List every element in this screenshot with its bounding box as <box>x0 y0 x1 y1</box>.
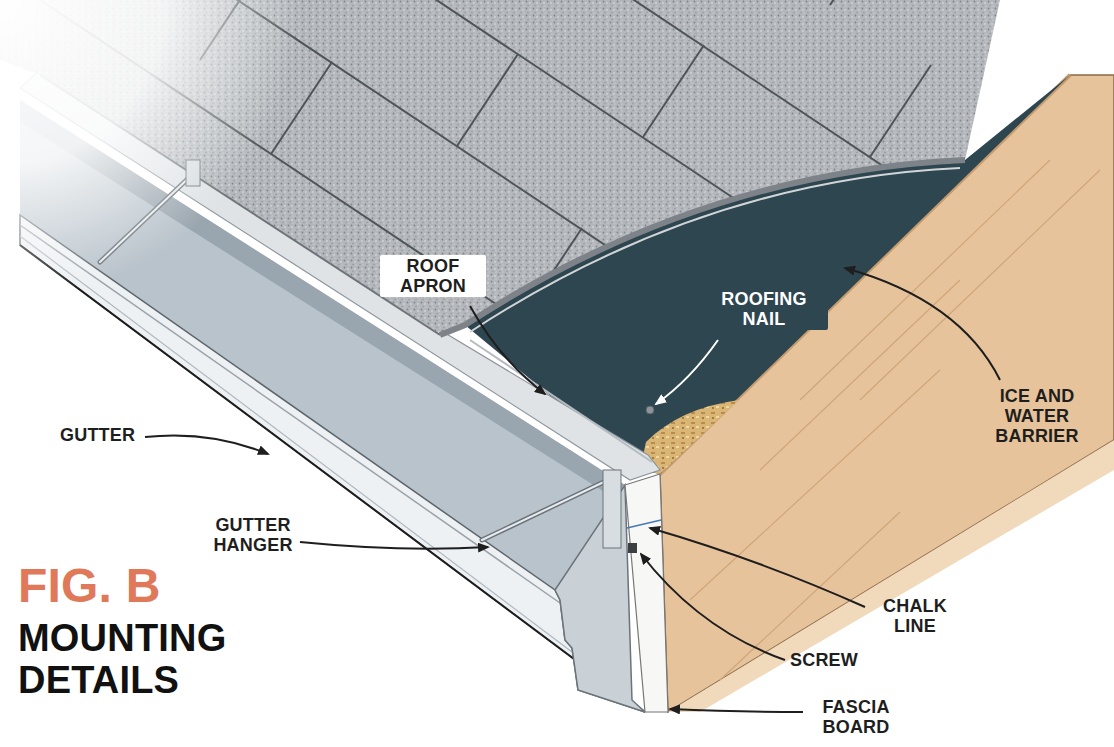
figure-number: FIG. B <box>18 560 161 613</box>
part-label: ICE AND WATER BARRIER <box>975 385 1099 447</box>
figure-title: MOUNTING DETAILS <box>18 618 348 702</box>
part-label: GUTTER HANGER <box>198 515 308 555</box>
part-label: ROOFING NAIL <box>700 288 828 330</box>
part-label: GUTTER <box>60 425 135 445</box>
part-label: CHALK LINE <box>870 596 960 636</box>
part-label: FASCIA BOARD <box>808 697 904 737</box>
part-label: SCREW <box>790 650 858 670</box>
part-label: ROOF APRON <box>380 255 486 297</box>
